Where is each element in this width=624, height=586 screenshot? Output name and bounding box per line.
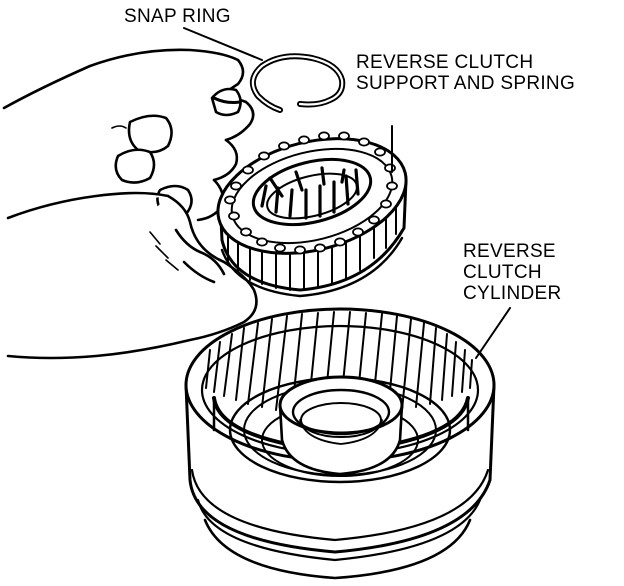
support-inner-splines [260,166,360,220]
leader-lines [183,27,511,359]
support-label-line-2: SUPPORT AND SPRING [356,73,576,94]
reverse-clutch-cylinder-label: REVERSE CLUTCH CYLINDER [463,241,561,304]
cylinder-label-line-3: CYLINDER [463,283,562,304]
reverse-clutch-support [216,131,408,298]
snap-ring-label-line: SNAP RING [124,6,231,27]
cylinder-label-line-1: REVERSE [463,241,556,262]
support-side-ribs [227,199,397,291]
support-spring-holes [224,131,398,255]
cylinder-leader [475,307,511,359]
snap-ring-label: SNAP RING [124,6,231,27]
support-label-line-1: REVERSE CLUTCH [356,52,534,73]
cylinder-splines [205,311,473,415]
reverse-clutch-cylinder [184,307,496,580]
snap-ring-leader [183,27,263,61]
snap-ring [212,53,346,113]
cylinder-label-line-2: CLUTCH [463,262,542,283]
reverse-clutch-support-label: REVERSE CLUTCH SUPPORT AND SPRING [356,52,575,94]
